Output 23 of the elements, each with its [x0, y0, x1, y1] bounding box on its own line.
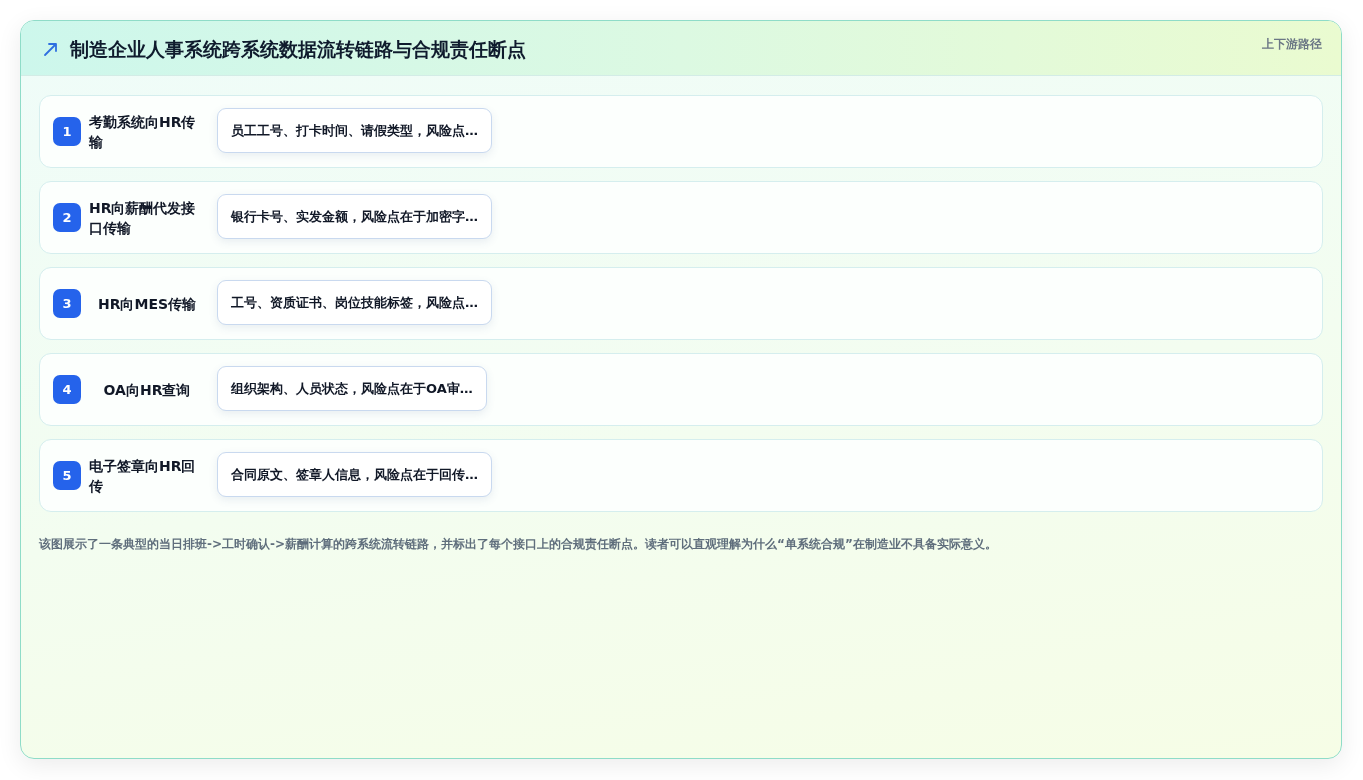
step-number-badge: 2 [53, 203, 81, 232]
step-title: HR向薪酬代发接口传输 [89, 198, 197, 238]
step-card [39, 267, 1323, 340]
risk-summary-box: 工号、资质证书、岗位技能标签，风险点… [217, 280, 492, 325]
step-title: 电子签章向HR回传 [89, 456, 197, 496]
diagram-title: 制造企业人事系统跨系统数据流转链路与合规责任断点 [70, 37, 526, 62]
section-label: 上下游路径 [1262, 36, 1322, 52]
risk-summary-box: 银行卡号、实发金额，风险点在于加密字… [217, 194, 492, 239]
risk-summary-box: 合同原文、签章人信息，风险点在于回传… [217, 452, 492, 497]
caption-text: 该图展示了一条典型的当日排班->工时确认->薪酬计算的跨系统流转链路，并标出了每个接口上的合规责任断点。读者可以直观理解为什么“单系统合规”在制造业不具备实际意义。 [39, 536, 998, 553]
step-number-badge: 3 [53, 289, 81, 318]
step-title: 考勤系统向HR传输 [89, 112, 197, 152]
step-number-badge: 5 [53, 461, 81, 490]
step-card [39, 439, 1323, 512]
step-card [39, 353, 1323, 426]
step-number-badge: 1 [53, 117, 81, 146]
risk-summary-box: 组织架构、人员状态，风险点在于OA审… [217, 366, 487, 411]
step-number-badge: 4 [53, 375, 81, 404]
risk-summary-box: 员工工号、打卡时间、请假类型，风险点… [217, 108, 492, 153]
step-card [39, 95, 1323, 168]
step-card [39, 181, 1323, 254]
step-title: OA向HR查询 [103, 380, 191, 400]
step-title: HR向MES传输 [97, 294, 197, 314]
